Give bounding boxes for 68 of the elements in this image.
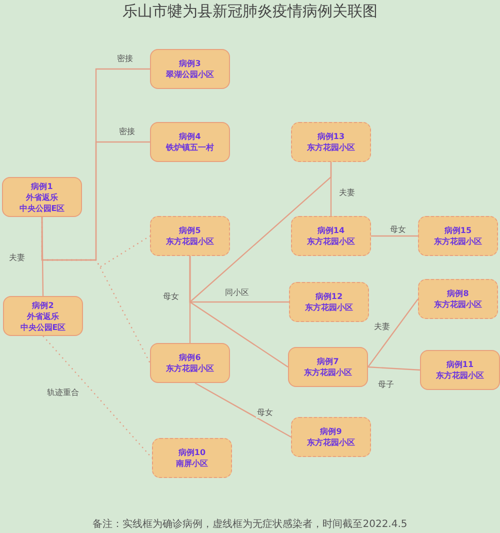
case-text: 病例8 [447,288,469,299]
caption: 备注：实线框为确诊病例，虚线框为无症状感染者，时间截至2022.4.5 [92,518,408,531]
case-text: 病例4 [179,131,201,142]
edge-label: 夫妻 [338,188,356,198]
case-text: 南屏小区 [176,458,208,469]
edge-label: 母女 [256,408,274,418]
case-text: 铁炉镇五一村 [166,142,214,153]
dashed-case-box [418,216,498,256]
case-text: 东方花园小区 [166,236,214,247]
edge-label: 夫妻 [8,253,26,263]
case-text: 病例13 [317,131,345,142]
case-text: 东方花园小区 [166,363,214,374]
case-box [420,350,500,390]
title: 乐山市犍为县新冠肺炎疫情病例关联图 [122,2,378,21]
edge-label: 母子 [377,380,395,390]
dashed-case-box [291,417,371,457]
dashed-case-box [150,216,230,256]
case-text: 病例7 [317,356,339,367]
case-text: 中央公园E区 [20,322,66,332]
case-text: 病例11 [446,359,474,370]
case-text: 病例10 [178,447,206,458]
edge-label: 密接 [118,127,136,137]
dashed-case-box [152,438,232,478]
case-text: 病例9 [320,426,342,437]
case-text: 东方花园小区 [307,437,355,448]
case-text: 翠湖公园小区 [166,69,214,80]
case-text: 东方花园小区 [307,142,355,153]
dashed-case-box [291,122,371,162]
dashed-case-box [291,216,371,256]
connector-line [194,382,292,438]
case-text: 东方花园小区 [307,236,355,247]
case-text: 病例6 [179,352,201,363]
connector-line [368,366,420,371]
edge-label: 母女 [389,225,407,235]
case-box [150,122,230,162]
edge-label: 夫妻 [373,322,391,332]
case-text: 中央公园E区 [19,202,65,214]
case-text: 东方花园小区 [436,370,484,381]
case-text: 外省返乐 [27,310,59,322]
case-text: 病例15 [444,225,472,236]
case-text: 外省返乐 [26,192,58,202]
edge-label: 同小区 [224,288,250,298]
dashed-case-box [418,279,498,319]
case-box [150,343,230,383]
case-text: 东方花园小区 [305,302,353,313]
case-box [150,49,230,89]
case-text: 东方花园小区 [304,367,352,378]
connector-line [368,298,418,368]
case-text: 东方花园小区 [434,299,482,310]
dotted-connector [42,336,152,458]
case-box [288,347,368,387]
case-text: 病例14 [317,225,345,236]
case-text: 病例5 [179,225,201,236]
edge-label: 轨迹重合 [46,388,80,398]
connector-line [371,235,418,237]
connector-line [330,162,332,216]
edge-label: 母女 [162,292,180,302]
edge-label: 密接 [116,54,134,64]
case-text: 病例3 [179,58,201,69]
case-text: 病例2 [32,300,54,310]
dashed-case-box [289,282,369,322]
case-text: 东方花园小区 [434,236,482,247]
case-text: 病例1 [31,180,53,192]
case-box [2,177,82,217]
case-box [3,296,83,336]
dotted-connector [41,217,151,364]
connector-line [41,141,150,261]
case-text: 病例12 [315,291,343,302]
